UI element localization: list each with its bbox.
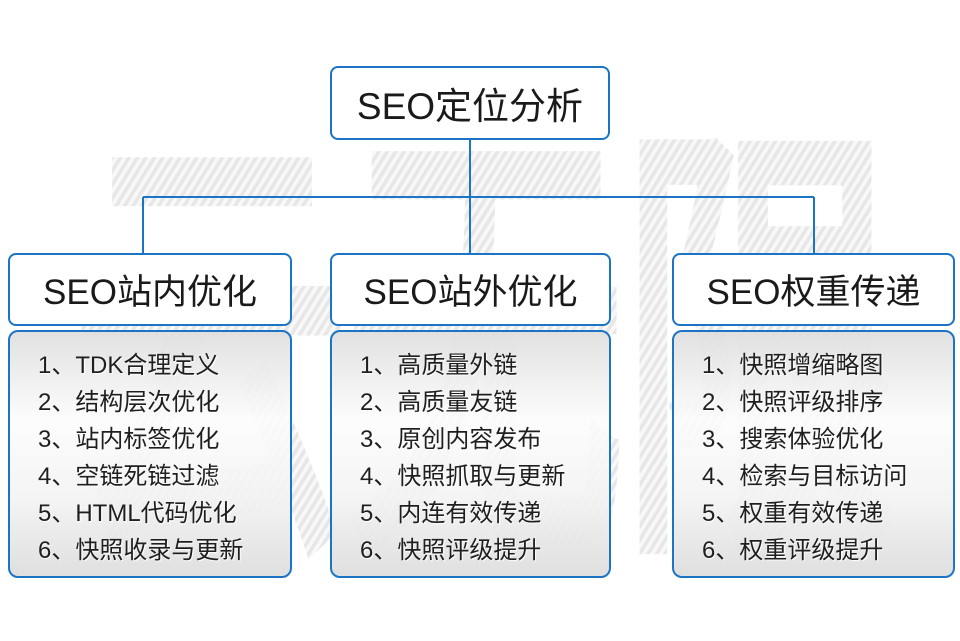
list-item: 2、结构层次优化 — [38, 389, 220, 416]
list-item: 3、原创内容发布 — [360, 426, 542, 453]
list-item: 1、快照增缩略图 — [702, 352, 884, 379]
column-weight-header: SEO权重传递 — [672, 253, 955, 326]
list-item: 4、快照抓取与更新 — [360, 463, 566, 490]
column-onsite-title: SEO站内优化 — [43, 273, 257, 312]
list-item: 5、HTML代码优化 — [38, 500, 237, 527]
list-item: 2、高质量友链 — [360, 389, 518, 416]
list-item: 5、内连有效传递 — [360, 500, 542, 527]
list-item: 6、快照收录与更新 — [38, 537, 244, 564]
column-offsite-header: SEO站外优化 — [330, 253, 611, 326]
column-onsite-header: SEO站内优化 — [8, 253, 292, 326]
list-item: 6、快照评级提升 — [360, 537, 542, 564]
root-node: SEO定位分析 — [330, 66, 610, 140]
list-item: 5、权重有效传递 — [702, 500, 884, 527]
root-node-label: SEO定位分析 — [356, 86, 584, 127]
list-item: 2、快照评级排序 — [702, 389, 884, 416]
list-item: 1、TDK合理定义 — [38, 352, 220, 379]
column-weight-list: 1、快照增缩略图 2、快照评级排序 3、搜索体验优化 4、检索与目标访问 5、权… — [672, 330, 955, 578]
column-onsite-list: 1、TDK合理定义 2、结构层次优化 3、站内标签优化 4、空链死链过滤 5、H… — [8, 330, 292, 578]
column-weight-title: SEO权重传递 — [706, 273, 921, 312]
list-item: 3、搜索体验优化 — [702, 426, 884, 453]
list-item: 1、高质量外链 — [360, 352, 518, 379]
list-item: 3、站内标签优化 — [38, 426, 220, 453]
list-item: 4、空链死链过滤 — [38, 463, 220, 490]
column-offsite-list: 1、高质量外链 2、高质量友链 3、原创内容发布 4、快照抓取与更新 5、内连有… — [330, 330, 611, 578]
column-offsite-title: SEO站外优化 — [363, 273, 578, 312]
list-item: 4、检索与目标访问 — [702, 463, 908, 490]
list-item: 6、权重评级提升 — [702, 537, 884, 564]
